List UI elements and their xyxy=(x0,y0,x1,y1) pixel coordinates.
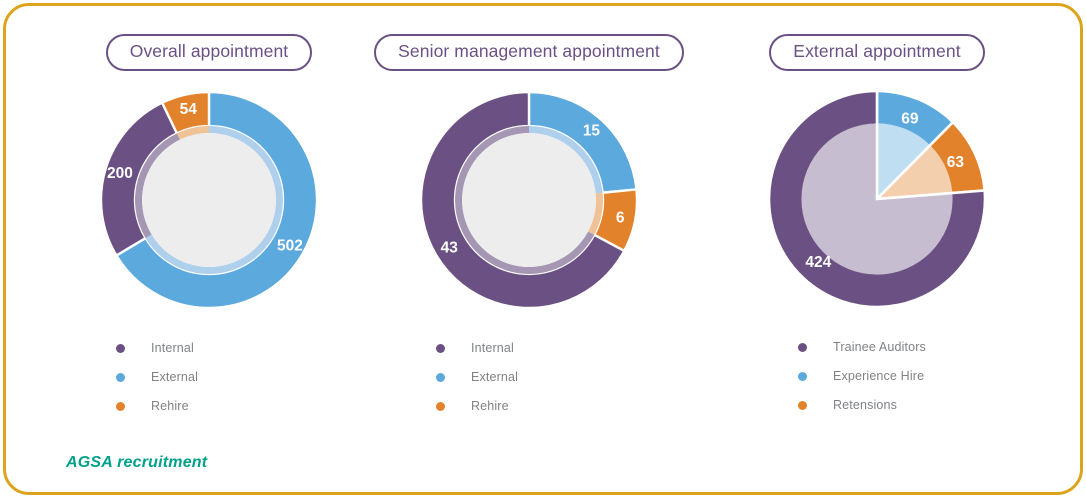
legend-item-label: Trainee Auditors xyxy=(833,340,926,354)
donut-svg-senior-management-appointment: 15 6 43 xyxy=(419,90,639,309)
pie-slice-inner xyxy=(176,125,209,140)
donut-svg-overall-appointment: 502 200 54 xyxy=(99,90,319,309)
donut-chart-overall-appointment: 502 200 54 xyxy=(97,88,321,312)
pie-slice-inner xyxy=(135,132,180,238)
legend-dot-icon xyxy=(116,372,125,382)
donut-center xyxy=(142,132,276,267)
slice-value-label: 63 xyxy=(947,154,965,171)
legend-item: Experience Hire xyxy=(798,362,1008,391)
pie-slice-inner xyxy=(529,125,603,193)
legend-item-label: Internal xyxy=(471,341,514,355)
slice-value-label: 69 xyxy=(901,110,919,127)
slice-value-label: 502 xyxy=(277,237,303,254)
legend-overall-appointment: Internal External Rehire xyxy=(116,334,306,421)
legend-item: Rehire xyxy=(436,392,626,421)
legend-dot-icon xyxy=(436,343,445,353)
pie-svg-external-appointment: 69 63 424 xyxy=(767,89,987,308)
pie-inner-overlay xyxy=(801,122,953,275)
legend-item: Retensions xyxy=(798,391,1008,420)
legend-senior-management-appointment: Internal External Rehire xyxy=(436,334,626,421)
panel-title-external-appointment: External appointment xyxy=(769,34,985,71)
slice-value-label: 424 xyxy=(805,253,831,270)
legend-item: Trainee Auditors xyxy=(798,333,1008,362)
legend-item-label: Experience Hire xyxy=(833,369,925,383)
slice-value-label: 54 xyxy=(180,100,198,117)
slice-value-label: 6 xyxy=(616,209,625,226)
legend-dot-icon xyxy=(116,401,125,411)
footer-caption: AGSA recruitment xyxy=(66,454,208,471)
legend-item: External xyxy=(436,363,626,392)
panel-title-overall-appointment: Overall appointment xyxy=(105,34,313,71)
legend-dot-icon xyxy=(436,372,445,382)
chart-panel-external-appointment: External appointment 69 63 424 Trainee Aud… xyxy=(712,34,1042,434)
slice-value-label: 15 xyxy=(583,122,601,139)
legend-item: Internal xyxy=(436,334,626,363)
donut-chart-senior-management-appointment: 15 6 43 xyxy=(417,88,641,312)
legend-dot-icon xyxy=(798,342,807,352)
legend-dot-icon xyxy=(116,343,125,353)
legend-item-label: Rehire xyxy=(151,399,189,413)
chart-panel-overall-appointment: Overall appointment 502 200 54 Internal Ex… xyxy=(44,34,374,434)
legend-dot-icon xyxy=(436,401,445,411)
legend-item-label: Internal xyxy=(151,341,194,355)
legend-item: Internal xyxy=(116,334,306,363)
legend-item-label: Retensions xyxy=(833,398,898,412)
legend-item-label: Rehire xyxy=(471,399,509,413)
infographic-frame: Overall appointment 502 200 54 Internal Ex… xyxy=(3,3,1083,495)
legend-item: External xyxy=(116,363,306,392)
pie-slice xyxy=(767,89,987,308)
legend-dot-icon xyxy=(798,400,807,410)
legend-item-label: External xyxy=(151,370,199,384)
legend-item: Rehire xyxy=(116,392,306,421)
legend-dot-icon xyxy=(798,371,807,381)
panel-title-senior-management-appointment: Senior management appointment xyxy=(374,34,684,71)
legend-item-label: External xyxy=(471,370,519,384)
chart-panel-senior-management-appointment: Senior management appointment 15 6 43 Inte… xyxy=(364,34,694,434)
legend-external-appointment: Trainee Auditors Experience Hire Retensi… xyxy=(798,333,1008,420)
slice-value-label: 200 xyxy=(107,164,133,181)
donut-center xyxy=(462,132,596,267)
slice-value-label: 43 xyxy=(441,239,459,256)
charts-row: Overall appointment 502 200 54 Internal Ex… xyxy=(6,6,1080,492)
pie-slice-inner xyxy=(588,192,603,235)
pie-chart-external-appointment: 69 63 424 xyxy=(765,87,989,311)
